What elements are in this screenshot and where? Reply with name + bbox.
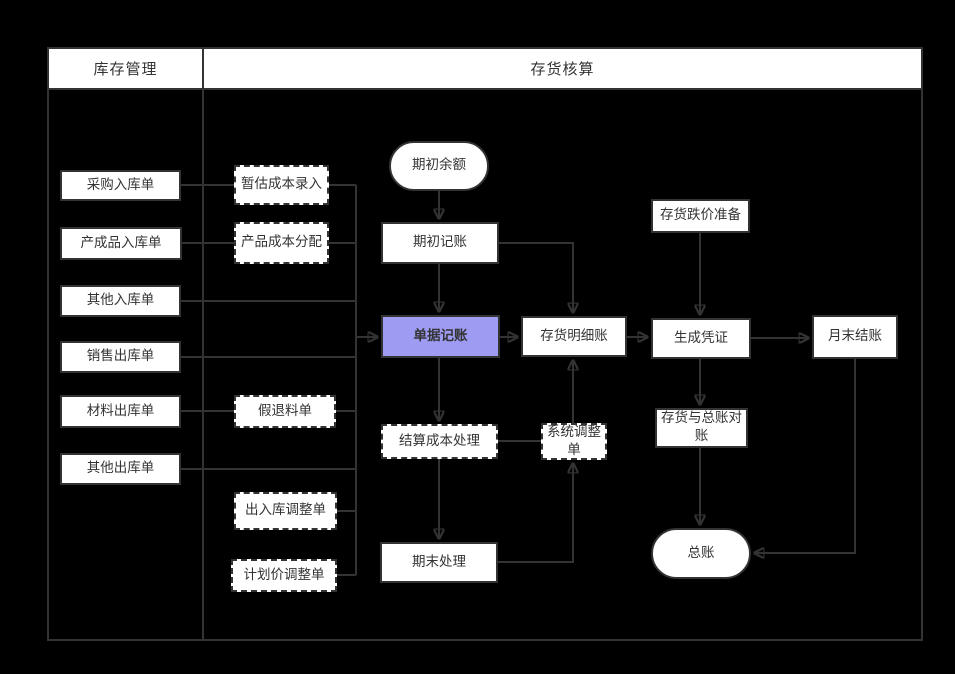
node-plan-price-adjustment-order: 计划价调整单 [231,559,337,592]
node-estimated-cost-entry: 暂估成本录入 [234,165,329,205]
node-finished-goods-inbound-order: 产成品入库单 [60,227,182,260]
lane-header-inventory-management: 库存管理 [49,49,204,88]
node-inventory-price-decline-reserve: 存货跌价准备 [651,199,750,233]
lane-divider [202,90,204,639]
node-material-outbound-order: 材料出库单 [60,395,181,428]
node-month-end-close: 月末结账 [812,315,898,359]
node-other-outbound-order: 其他出库单 [60,453,181,485]
node-inventory-gl-reconciliation: 存货与总账对账 [655,408,748,448]
node-settle-cost-processing: 结算成本处理 [381,424,498,459]
node-other-inbound-order: 其他入库单 [60,285,181,317]
node-period-end-processing: 期末处理 [380,542,498,583]
node-product-cost-allocation: 产品成本分配 [234,222,329,264]
node-inventory-detail-ledger: 存货明细账 [521,316,627,357]
node-generate-voucher: 生成凭证 [651,318,751,359]
swimlane-header-row: 库存管理 存货核算 [49,49,921,90]
node-sales-outbound-order: 销售出库单 [60,341,181,373]
node-document-posting: 单据记账 [381,315,500,358]
node-system-adjustment-order: 系统调整单 [541,423,607,460]
node-inout-adjustment-order: 出入库调整单 [234,492,337,530]
node-general-ledger: 总账 [651,528,751,579]
lane-header-inventory-accounting: 存货核算 [530,60,595,78]
node-fake-material-return-order: 假退料单 [234,395,336,428]
node-opening-entry: 期初记账 [381,222,499,264]
swimlane-frame: 库存管理 存货核算 [47,47,923,641]
node-purchase-inbound-order: 采购入库单 [60,170,181,201]
node-opening-balance: 期初余额 [389,141,489,191]
